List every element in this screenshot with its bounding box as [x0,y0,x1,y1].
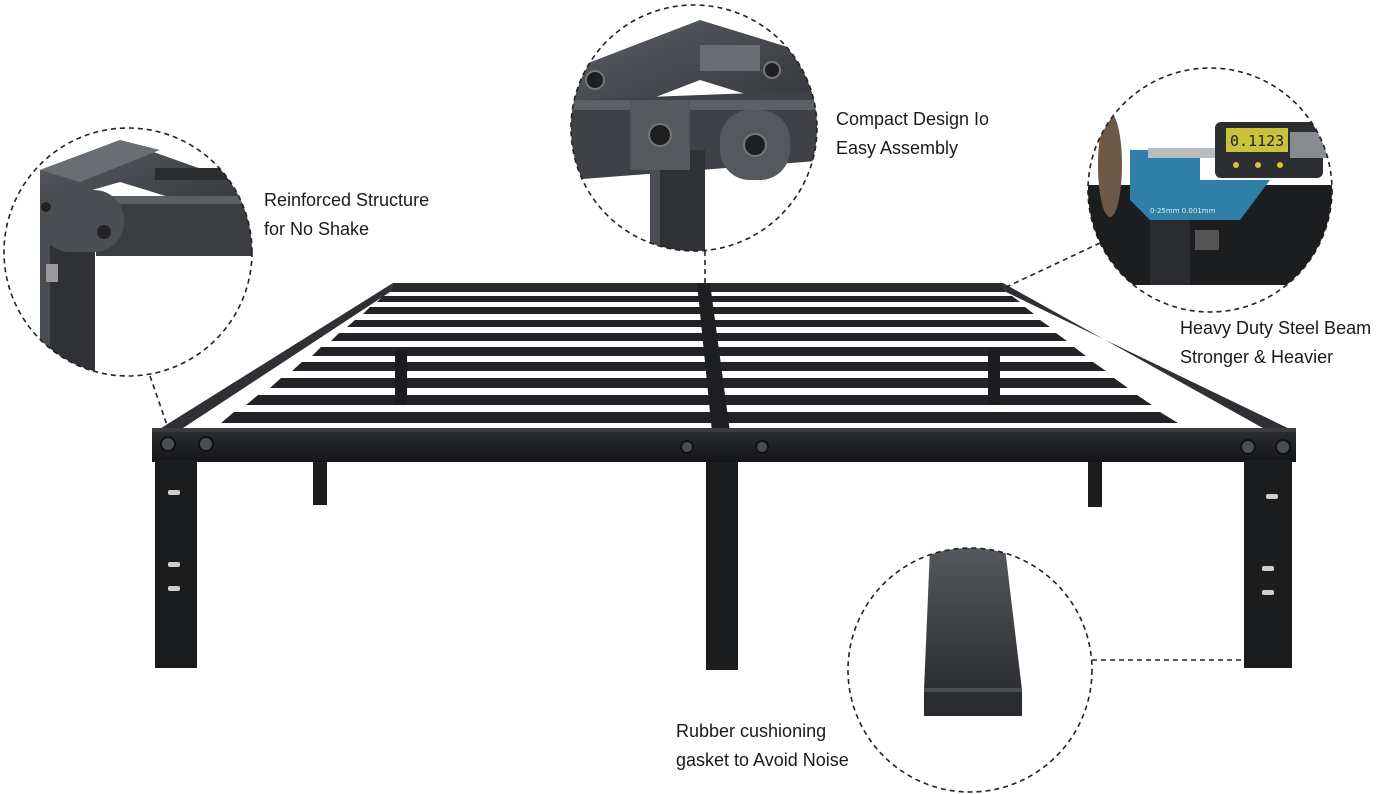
label-line-2: for No Shake [264,219,370,239]
callout-label-compact-design: Compact Design Io Easy Assembly [836,105,989,163]
detail-center-connector [570,4,818,252]
callout-label-rubber-gasket: Rubber cushioning gasket to Avoid Noise [676,717,849,775]
detail-corner-joint [3,127,253,377]
label-line-2: Easy Assembly [836,138,959,158]
bed-frame [152,283,1296,670]
label-line-2: gasket to Avoid Noise [676,750,849,770]
callout-connectors [149,242,1244,661]
label-line-1: Heavy Duty Steel Beam [1180,318,1372,338]
micrometer-scale-label: 0-25mm 0.001mm [1150,207,1216,215]
callout-label-heavy-duty-steel: Heavy Duty Steel Beam Stronger & Heavier [1180,314,1371,372]
label-line-1: Compact Design Io [836,109,990,129]
label-line-2: Stronger & Heavier [1180,347,1334,367]
detail-rubber-pad [847,547,1093,793]
micrometer-reading: 0.1123 [1230,132,1284,150]
callout-label-reinforced-structure: Reinforced Structure for No Shake [264,186,429,244]
label-line-1: Reinforced Structure [264,190,430,210]
detail-steel-thickness: 0.1123 0-25mm 0.001mm [1087,67,1333,313]
label-line-1: Rubber cushioning [676,721,827,741]
